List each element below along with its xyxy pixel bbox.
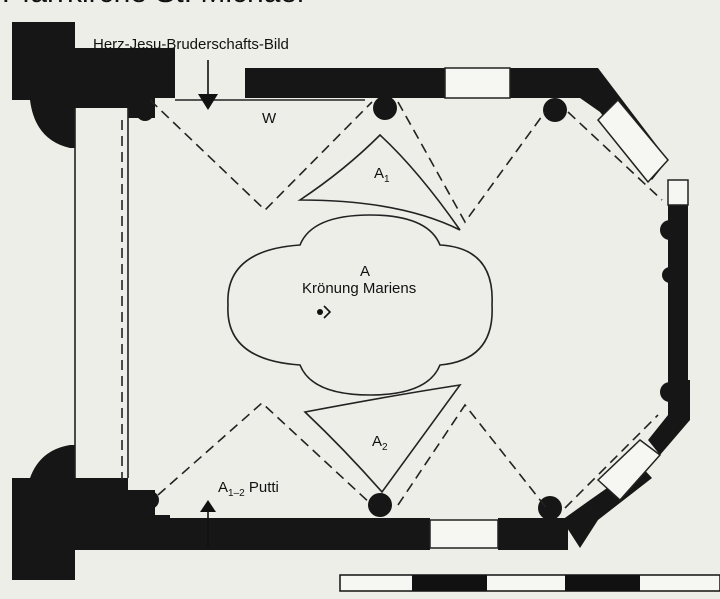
scale-bar-icon [339,574,720,592]
label-a1: A1 [374,165,390,185]
fresco-a1-outline [297,133,461,231]
walls [12,22,690,580]
label-putti: A1–2 Putti [218,479,279,499]
bild-pointer [198,60,218,110]
nave-lines [74,108,129,480]
putti-pointer [200,500,216,548]
spandrels [149,99,663,511]
label-a2: A2 [372,433,388,453]
label-w: W [262,110,277,127]
viewpoint-marker-icon [317,305,332,319]
label-kroenung: Krönung Mariens [302,280,416,297]
label-herz-jesu: Herz-Jesu-Bruderschafts-Bild [93,36,289,53]
window-openings [429,67,689,549]
fresco-a2-outline [303,383,462,494]
fresco-a-outline [227,214,493,396]
label-a-main: A [360,263,370,280]
header-text: Pfarrkirche St. Michael [2,0,304,9]
